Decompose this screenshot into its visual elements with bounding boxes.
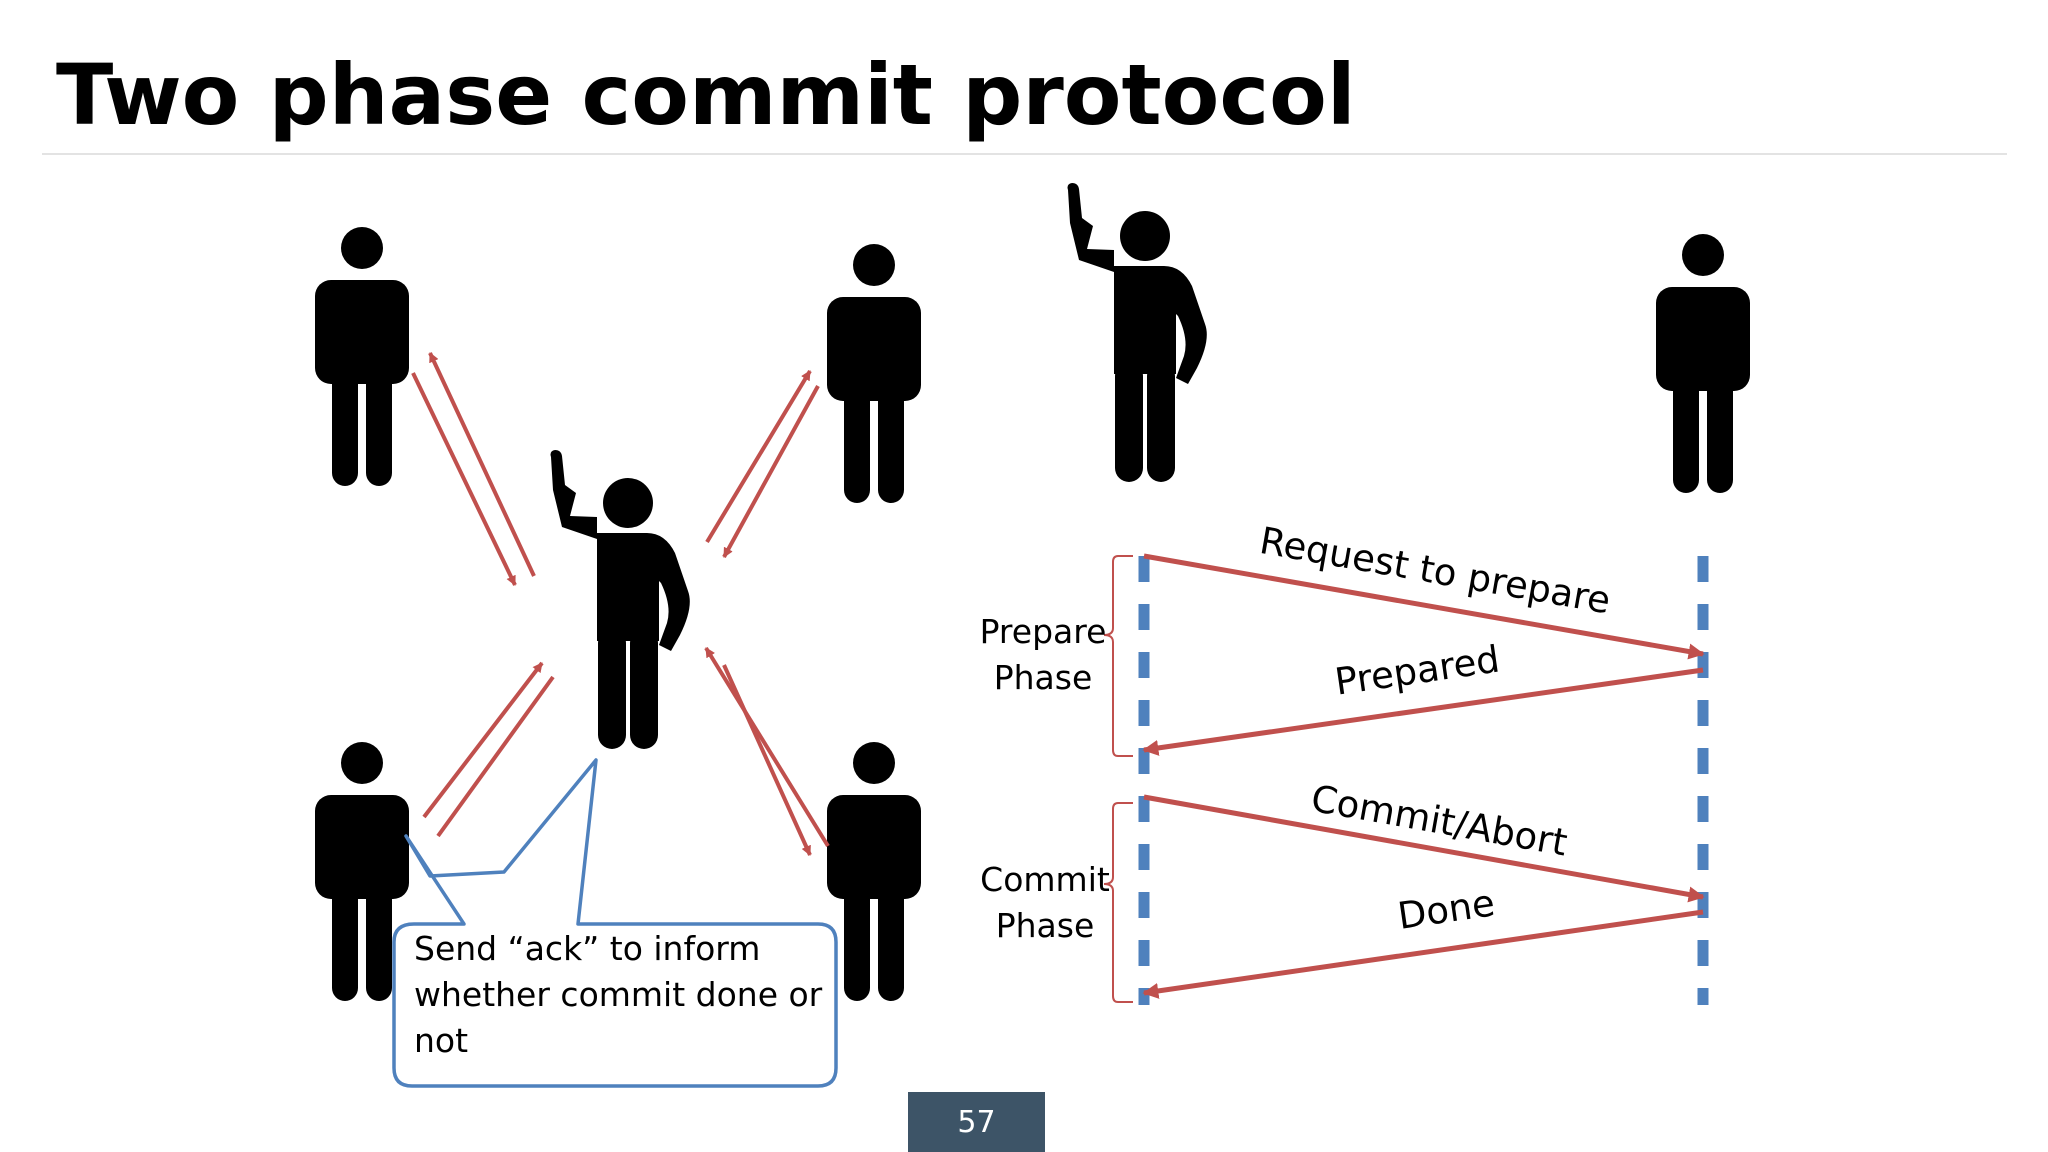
commit-phase-label-line2: Phase xyxy=(996,906,1095,945)
page-number-badge: 57 xyxy=(908,1092,1045,1152)
page-number: 57 xyxy=(957,1104,996,1140)
commit-abort-arrow xyxy=(1143,794,1705,903)
slide-title: Two phase commit protocol xyxy=(56,46,1356,144)
coordinator-person-raising-hand-icon xyxy=(550,450,690,749)
ack-callout-text: Send “ack” to inform whether commit done… xyxy=(414,929,823,1060)
title-divider xyxy=(42,153,2007,155)
arrow-to-coordinator-bottom-left xyxy=(422,661,544,819)
ack-callout-bubble xyxy=(392,758,838,1088)
timeline-coordinator-person-raising-hand-icon xyxy=(1067,183,1207,482)
arrow-line-bottom-left xyxy=(436,675,555,838)
prepare-phase-brace xyxy=(1103,555,1133,757)
timeline-participant-person-icon xyxy=(1656,234,1750,493)
participant-top-left-person-icon xyxy=(315,227,409,486)
prepared-label: Prepared xyxy=(1332,638,1502,704)
arrow-to-coordinator-top-right xyxy=(722,385,820,558)
request-to-prepare-arrow xyxy=(1143,553,1705,660)
participant-bottom-right-person-icon xyxy=(827,742,921,1001)
prepare-phase-label-line1: Prepare xyxy=(980,612,1107,651)
arrow-from-coordinator-top-right xyxy=(705,369,812,544)
arrow-to-coordinator-bottom-right xyxy=(704,646,830,848)
message-arrows-left-cluster xyxy=(411,352,830,856)
arrow-from-coordinator-bottom-right xyxy=(722,664,812,856)
arrow-from-coordinator-top-left xyxy=(428,352,536,577)
participant-top-right-person-icon xyxy=(827,244,921,503)
prepared-arrow xyxy=(1142,667,1704,756)
prepare-phase-label-line2: Phase xyxy=(994,658,1093,697)
commit-phase-label-line1: Commit xyxy=(980,860,1110,899)
done-arrow xyxy=(1142,909,1704,999)
commit-phase-brace xyxy=(1103,802,1133,1003)
done-label: Done xyxy=(1395,881,1497,937)
arrow-to-coordinator-top-left xyxy=(411,372,517,586)
